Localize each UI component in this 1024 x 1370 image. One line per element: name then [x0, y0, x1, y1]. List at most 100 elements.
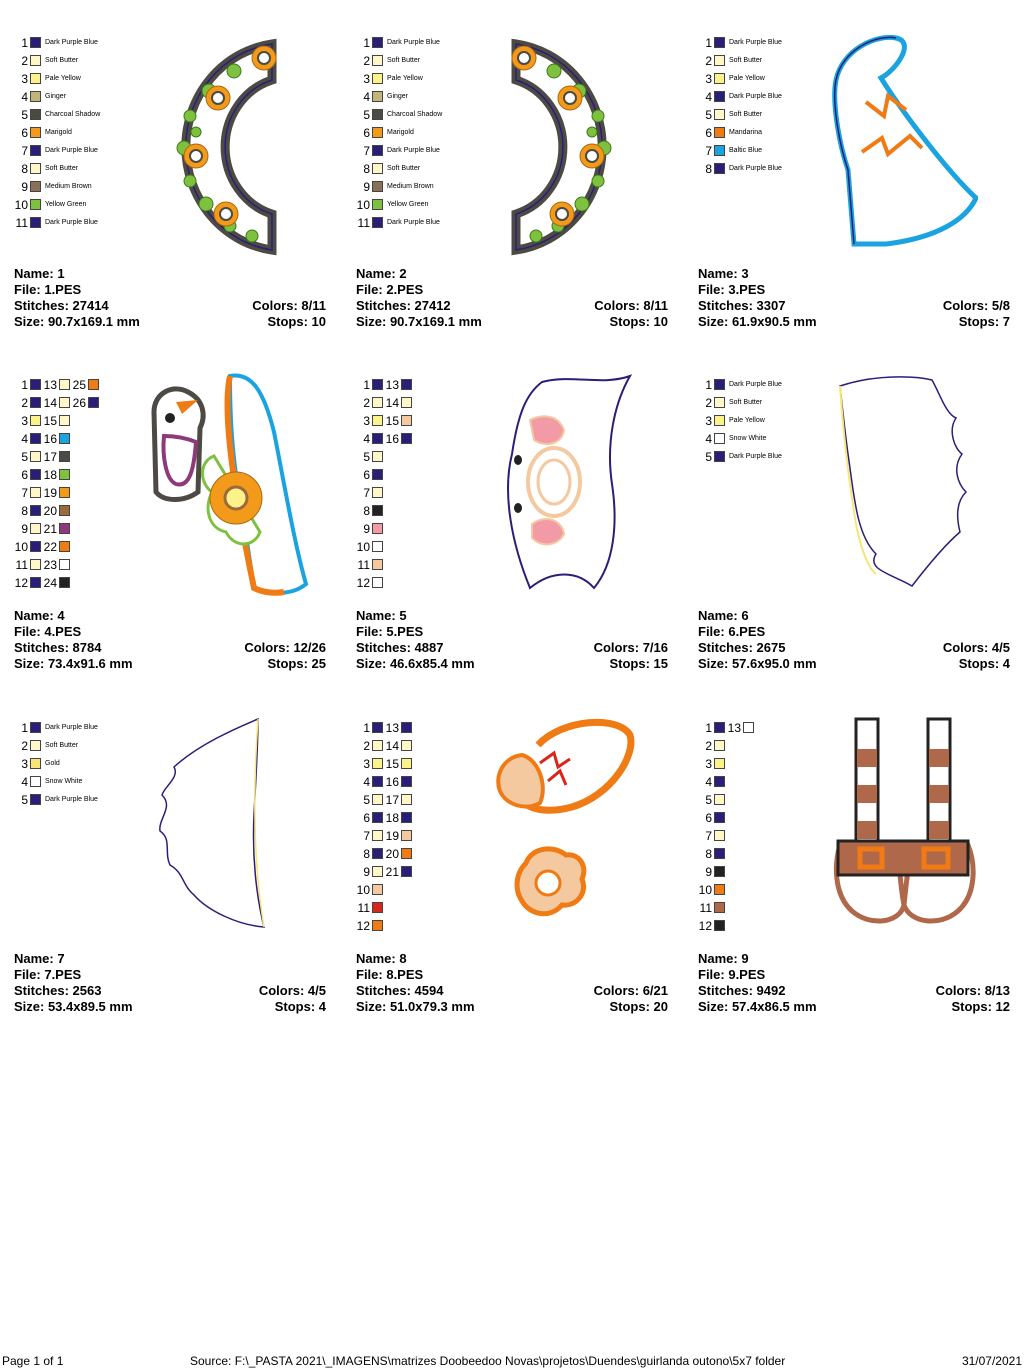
gnome-hands-icon — [496, 718, 635, 917]
color-index: 5 — [21, 450, 28, 464]
design-file: File: 5.PES — [356, 624, 424, 639]
color-swatch — [372, 505, 383, 516]
color-swatch — [372, 740, 383, 751]
color-index: 1 — [363, 378, 370, 392]
color-name: Charcoal Shadow — [45, 111, 101, 118]
color-swatch — [372, 73, 383, 84]
design-stitches: Stitches: 27414 — [14, 298, 109, 313]
color-swatch — [30, 541, 41, 552]
hat-with-bird-and-sunflower-icon — [151, 373, 309, 596]
color-swatch — [714, 127, 725, 138]
design-colors: Colors: 8/13 — [935, 983, 1010, 998]
color-index: 17 — [43, 450, 57, 464]
color-index: 16 — [385, 775, 399, 789]
color-name: Dark Purple Blue — [729, 453, 782, 460]
color-swatch — [30, 577, 41, 588]
design-size: Size: 51.0x79.3 mm — [356, 999, 475, 1014]
color-name: Soft Butter — [729, 399, 763, 406]
color-name: Dark Purple Blue — [45, 147, 98, 154]
color-name: Soft Butter — [45, 742, 79, 749]
color-swatch — [372, 776, 383, 787]
color-swatch — [88, 397, 99, 408]
color-name: Ginger — [387, 93, 409, 100]
color-index: 9 — [21, 180, 28, 194]
color-name: Marigold — [387, 129, 414, 136]
color-index: 4 — [21, 775, 28, 789]
color-name: Marigold — [45, 129, 72, 136]
color-swatch — [59, 397, 70, 408]
design-colors: Colors: 4/5 — [942, 640, 1010, 655]
color-swatch — [30, 217, 41, 228]
design-name: Name: 7 — [14, 951, 65, 966]
color-swatch — [714, 866, 725, 877]
color-swatch — [401, 740, 412, 751]
color-swatch — [372, 451, 383, 462]
color-index: 16 — [385, 432, 399, 446]
color-index: 6 — [363, 468, 370, 482]
color-index: 3 — [21, 757, 28, 771]
source-path: Source: F:\_PASTA 2021\_IMAGENS\matrizes… — [190, 1354, 786, 1368]
color-swatch — [714, 758, 725, 769]
color-name: Dark Purple Blue — [387, 39, 440, 46]
color-name: Pale Yellow — [729, 75, 765, 82]
color-swatch — [88, 379, 99, 390]
color-index: 6 — [363, 811, 370, 825]
color-index: 8 — [363, 847, 370, 861]
design-size: Size: 57.6x95.0 mm — [698, 656, 817, 671]
color-index: 11 — [357, 558, 370, 572]
color-swatch — [372, 199, 383, 210]
color-index: 7 — [21, 486, 28, 500]
color-swatch — [372, 812, 383, 823]
color-swatch — [372, 181, 383, 192]
color-name: Medium Brown — [387, 183, 434, 190]
color-name: Pale Yellow — [729, 417, 765, 424]
color-index: 7 — [21, 144, 28, 158]
design-name: Name: 8 — [356, 951, 407, 966]
design-file: File: 6.PES — [698, 624, 766, 639]
color-swatch — [372, 794, 383, 805]
color-index: 14 — [385, 739, 399, 753]
color-index: 19 — [385, 829, 399, 843]
color-swatch — [59, 415, 70, 426]
color-swatch — [743, 722, 754, 733]
color-swatch — [714, 451, 725, 462]
color-index: 22 — [43, 540, 57, 554]
color-swatch — [372, 487, 383, 498]
color-index: 11 — [15, 216, 28, 230]
color-name: Soft Butter — [729, 111, 763, 118]
color-index: 1 — [705, 36, 712, 50]
color-index: 8 — [363, 162, 370, 176]
color-swatch — [30, 163, 41, 174]
design-name: Name: 3 — [698, 266, 749, 281]
color-index: 1 — [363, 721, 370, 735]
color-swatch — [59, 505, 70, 516]
color-index: 16 — [43, 432, 57, 446]
color-index: 7 — [363, 144, 370, 158]
color-swatch — [714, 37, 725, 48]
color-swatch — [401, 848, 412, 859]
color-swatch — [30, 145, 41, 156]
color-index: 2 — [705, 396, 712, 410]
design-name: Name: 4 — [14, 608, 65, 623]
color-index: 1 — [705, 721, 712, 735]
color-swatch — [714, 145, 725, 156]
color-index: 3 — [21, 72, 28, 86]
color-index: 3 — [705, 414, 712, 428]
color-swatch — [372, 541, 383, 552]
color-index: 11 — [357, 216, 370, 230]
color-index: 4 — [21, 90, 28, 104]
color-name: Soft Butter — [45, 57, 79, 64]
design-stitches: Stitches: 27412 — [356, 298, 451, 313]
color-swatch — [372, 379, 383, 390]
color-swatch — [30, 794, 41, 805]
color-swatch — [714, 73, 725, 84]
design-name: Name: 9 — [698, 951, 749, 966]
color-swatch — [714, 884, 725, 895]
color-swatch — [30, 469, 41, 480]
